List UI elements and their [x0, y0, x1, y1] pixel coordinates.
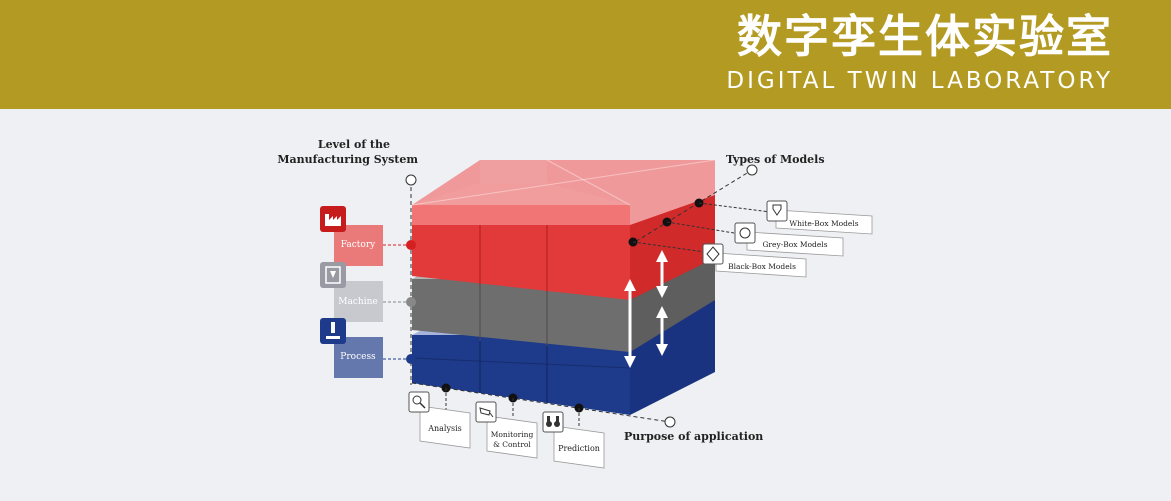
grey-box-icon: [734, 222, 756, 244]
model-label-white-box: White-Box Models: [789, 219, 858, 228]
diagram-area: Level of the Manufacturing System Factor…: [0, 109, 1171, 497]
purpose-label-control: & Control: [493, 440, 531, 449]
model-label-grey-box: Grey-Box Models: [762, 240, 827, 249]
binoculars-icon: [542, 411, 564, 433]
purpose-prediction: Prediction: [542, 411, 605, 469]
model-label-black-box: Black-Box Models: [728, 262, 796, 271]
factory-layer: [411, 159, 716, 300]
purpose-label-monitoring: Monitoring: [491, 430, 534, 439]
digital-twin-cube-diagram: Level of the Manufacturing System Factor…: [277, 138, 873, 469]
level-label-machine: Machine: [338, 297, 377, 307]
level-axis: Level of the Manufacturing System: [277, 138, 418, 385]
models-axis: Types of Models: [628, 153, 825, 254]
camera-icon: [475, 401, 497, 423]
level-label-factory: Factory: [341, 240, 376, 250]
level-factory: Factory: [320, 206, 383, 266]
purpose-label-prediction: Prediction: [558, 444, 600, 453]
magnifier-icon: [408, 391, 430, 413]
white-box-icon: [766, 200, 788, 222]
level-axis-label-1: Level of the: [318, 138, 390, 151]
model-black-box: Black-Box Models: [702, 243, 807, 278]
level-axis-label-2: Manufacturing System: [277, 153, 418, 166]
level-label-process: Process: [340, 352, 376, 362]
black-box-icon: [702, 243, 724, 265]
model-white-box: White-Box Models: [766, 200, 873, 235]
level-machine: Machine: [320, 262, 383, 322]
models-axis-label: Types of Models: [726, 153, 825, 166]
purpose-analysis: Analysis: [408, 391, 471, 449]
purpose-label-analysis: Analysis: [427, 424, 462, 433]
purpose-axis: Purpose of application: [411, 382, 763, 443]
title-english: DIGITAL TWIN LABORATORY: [726, 68, 1113, 94]
header-banner: 数字孪生体实验室 DIGITAL TWIN LABORATORY: [0, 0, 1171, 109]
purpose-monitoring-control: Monitoring & Control: [475, 401, 538, 459]
purpose-axis-label: Purpose of application: [624, 430, 763, 443]
layer-arrows: [624, 250, 668, 368]
level-process: Process: [320, 318, 383, 378]
model-grey-box: Grey-Box Models: [734, 222, 844, 257]
title-chinese: 数字孪生体实验室: [736, 10, 1113, 63]
